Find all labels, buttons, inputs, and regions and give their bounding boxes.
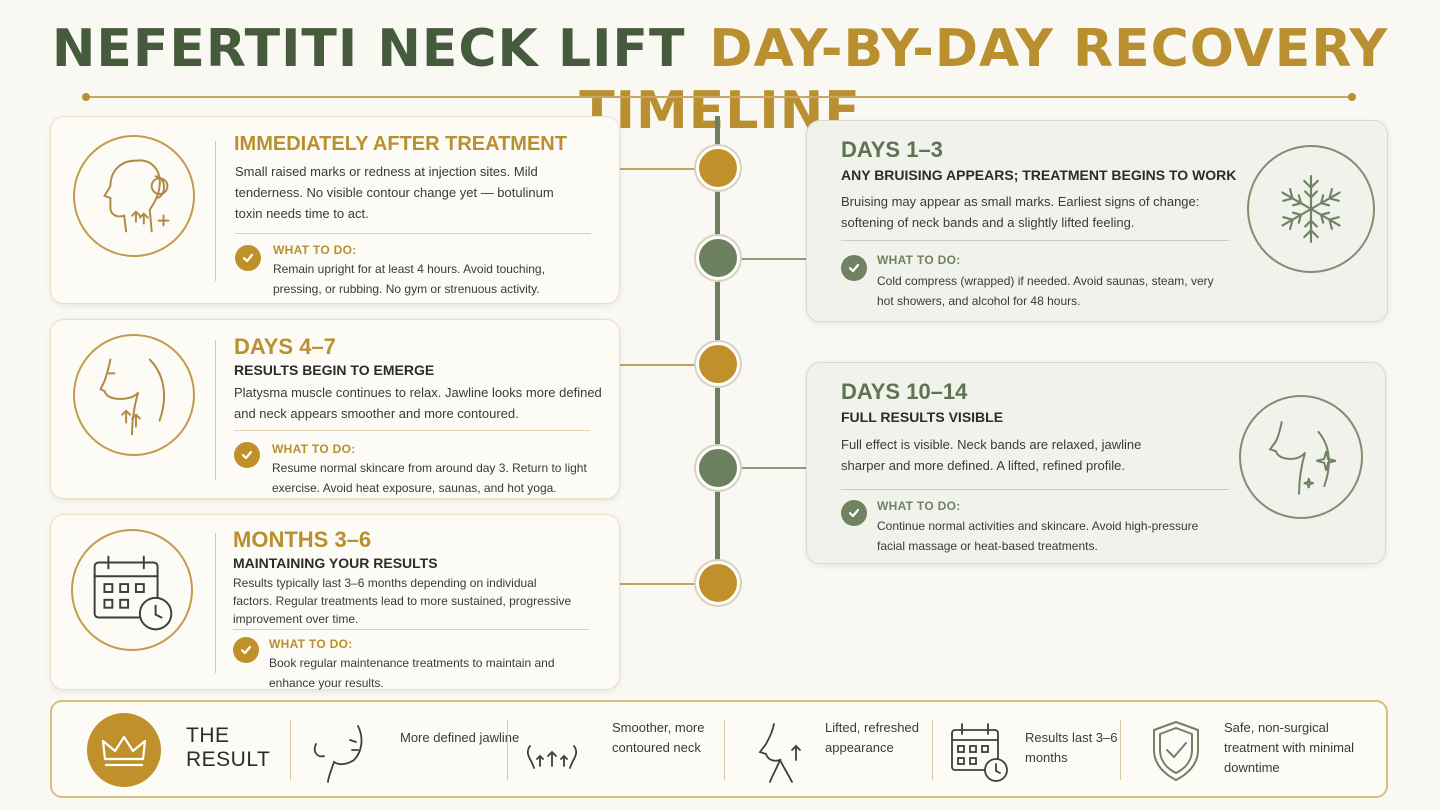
stage-heading: MONTHS 3–6 (233, 527, 372, 552)
result-divider (724, 720, 725, 780)
result-text-jawline: More defined jawline (400, 730, 520, 745)
timeline-node-days-4-7 (696, 342, 740, 386)
what-to-do-text: Resume normal skincare from around day 3… (272, 461, 587, 495)
connector-immediate (618, 168, 718, 170)
crown-icon (87, 713, 161, 787)
what-to-do-label: WHAT TO DO: (272, 442, 356, 456)
timeline-node-months-3-6 (696, 561, 740, 605)
card-divider (215, 141, 216, 281)
result-divider (507, 720, 508, 780)
neck-profile-icon (73, 334, 195, 456)
check-icon (841, 500, 867, 526)
calendar-icon (946, 716, 1010, 784)
face-profile-icon (73, 135, 195, 257)
title-part-2: DAY-BY-DAY RECOVERY TIMELINE (579, 19, 1389, 141)
result-bar: THE RESULT More defined jawline Smoother… (50, 700, 1388, 798)
card-months-3-6: MONTHS 3–6 MAINTAINING YOUR RESULTS Resu… (50, 514, 620, 690)
result-text-duration: Results last 3–6 months (1025, 730, 1118, 765)
stage-body: Results typically last 3–6 months depend… (233, 576, 572, 626)
snowflake-icon (1247, 145, 1375, 273)
card-rule (235, 233, 591, 234)
calendar-clock-icon (71, 529, 193, 651)
card-rule (841, 240, 1229, 241)
what-to-do-label: WHAT TO DO: (273, 243, 357, 257)
result-label-line-1: THE (186, 724, 230, 747)
card-rule (233, 629, 589, 630)
timeline-node-days-10-14 (696, 446, 740, 490)
stage-body: Platysma muscle continues to relax. Jawl… (234, 385, 602, 421)
what-to-do-text: Cold compress (wrapped) if needed. Avoid… (877, 274, 1214, 308)
result-text-lifted: Lifted, refreshed appearance (825, 720, 919, 755)
stage-body: Full effect is visible. Neck bands are r… (841, 437, 1142, 473)
connector-days-1-3 (720, 258, 808, 260)
lifted-profile-icon (748, 716, 812, 784)
stage-body: Bruising may appear as small marks. Earl… (841, 194, 1200, 230)
what-to-do-text: Book regular maintenance treatments to m… (269, 656, 555, 690)
result-divider (932, 720, 933, 780)
result-label: THE RESULT (186, 724, 270, 772)
check-icon (234, 442, 260, 468)
card-days-1-3: DAYS 1–3 ANY BRUISING APPEARS; TREATMENT… (806, 120, 1388, 322)
stage-heading: DAYS 10–14 (841, 379, 968, 404)
card-rule (841, 489, 1229, 490)
title-part-1: NEFERTITI NECK LIFT (51, 19, 686, 79)
result-text-neck: Smoother, more contoured neck (612, 720, 705, 755)
stage-heading: DAYS 1–3 (841, 137, 943, 162)
what-to-do-label: WHAT TO DO: (877, 253, 961, 267)
stage-heading: DAYS 4–7 (234, 334, 336, 359)
stage-body: Small raised marks or redness at injecti… (235, 164, 554, 221)
card-days-10-14: DAYS 10–14 FULL RESULTS VISIBLE Full eff… (806, 362, 1386, 564)
what-to-do-text: Continue normal activities and skincare.… (877, 519, 1199, 553)
neck-arrows-icon (520, 716, 584, 784)
stage-subheading: FULL RESULTS VISIBLE (841, 409, 1004, 425)
shield-check-icon (1144, 716, 1208, 784)
title-divider (82, 93, 1356, 101)
card-rule (234, 430, 590, 431)
check-icon (233, 637, 259, 663)
connector-months-3-6 (618, 583, 718, 585)
stage-heading: IMMEDIATELY AFTER TREATMENT (234, 133, 567, 155)
card-divider (215, 533, 216, 673)
check-icon (841, 255, 867, 281)
card-immediate: IMMEDIATELY AFTER TREATMENT Small raised… (50, 116, 620, 304)
result-divider (290, 720, 291, 780)
card-divider (215, 340, 216, 480)
what-to-do-label: WHAT TO DO: (877, 499, 961, 513)
result-text-safety: Safe, non-surgical treatment with minima… (1224, 720, 1355, 775)
result-divider (1120, 720, 1121, 780)
connector-days-4-7 (618, 364, 718, 366)
jawline-icon (306, 716, 370, 784)
what-to-do-text: Remain upright for at least 4 hours. Avo… (273, 262, 545, 296)
stage-subheading: ANY BRUISING APPEARS; TREATMENT BEGINS T… (841, 167, 1237, 183)
result-label-line-2: RESULT (186, 748, 271, 771)
timeline-node-days-1-3 (696, 236, 740, 280)
stage-subheading: RESULTS BEGIN TO EMERGE (234, 362, 435, 378)
stage-subheading: MAINTAINING YOUR RESULTS (233, 555, 438, 571)
what-to-do-label: WHAT TO DO: (269, 637, 353, 651)
connector-days-10-14 (720, 467, 808, 469)
sparkle-profile-icon (1239, 395, 1363, 519)
card-days-4-7: DAYS 4–7 RESULTS BEGIN TO EMERGE Platysm… (50, 319, 620, 499)
check-icon (235, 245, 261, 271)
timeline-node-immediate (696, 146, 740, 190)
